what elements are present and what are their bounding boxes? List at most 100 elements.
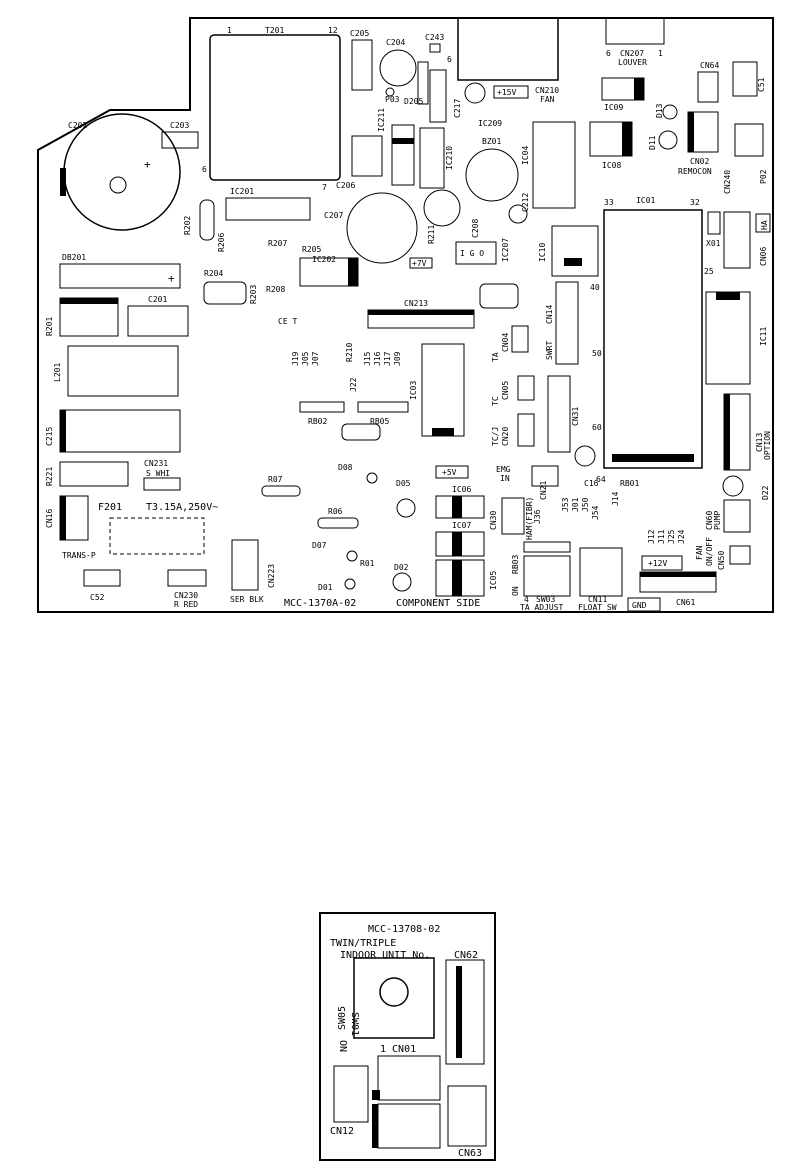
- connector-cn06: [723, 211, 751, 269]
- cn223-label: CN223: [267, 564, 276, 588]
- plus7v-label: +7V: [412, 259, 427, 268]
- svg-text:J50: J50: [581, 497, 590, 512]
- cn207-label: CN207: [620, 49, 644, 58]
- capacitor-c203: [161, 131, 199, 149]
- ic209-label: IC209: [478, 119, 502, 128]
- option-label: OPTION: [763, 431, 772, 460]
- c201-label: C201: [148, 295, 167, 304]
- cn210-label: CN210: [535, 86, 559, 95]
- l201-label: L201: [53, 363, 62, 382]
- ic04-label: IC04: [521, 146, 530, 165]
- t201-label: T201: [265, 26, 284, 35]
- trans-p-label: TRANS-P: [62, 551, 96, 560]
- svg-text:J12: J12: [647, 529, 656, 544]
- rotary-switch: [353, 957, 435, 1039]
- sub-board-cn62-label: CN62: [454, 950, 478, 961]
- buzzer-bz01: [465, 148, 519, 202]
- cn230-label: CN230: [174, 591, 198, 600]
- cn231-label: CN231: [144, 459, 168, 468]
- cn05-label: CN05: [501, 381, 510, 400]
- svg-text:J11: J11: [657, 529, 666, 544]
- gnd-label: GND: [632, 601, 647, 610]
- ic08-label: IC08: [602, 161, 621, 170]
- svg-text:33: 33: [604, 198, 614, 207]
- board-model-label: MCC-1370A-02: [284, 598, 356, 609]
- svg-text:J05: J05: [301, 351, 310, 366]
- remocon-label: REMOCON: [678, 167, 712, 176]
- ser-blk-label: SER BLK: [230, 595, 264, 604]
- c212-label: C212: [521, 193, 530, 212]
- r207-label: R207: [268, 239, 287, 248]
- ic207-label: IC207: [501, 238, 510, 262]
- rb03-label: RB03: [511, 555, 520, 574]
- bridge-db201: [59, 263, 181, 289]
- c206-label: C206: [336, 181, 355, 190]
- c205-label: C205: [350, 29, 369, 38]
- ic01-microcontroller: [603, 209, 703, 469]
- ic211-label: IC211: [377, 108, 386, 132]
- cn240-label: CN240: [723, 170, 732, 194]
- r206-label: R206: [217, 233, 226, 252]
- r-red-label: R RED: [174, 600, 198, 609]
- svg-text:+: +: [168, 272, 175, 285]
- ic01-label: IC01: [636, 196, 655, 205]
- r208-label: R208: [266, 285, 285, 294]
- ic201-label: IC201: [230, 187, 254, 196]
- sw03-label: SW03: [536, 595, 555, 604]
- cn60-label: CN60: [705, 511, 714, 530]
- float-sw-label: FLOAT SW: [578, 603, 617, 612]
- d205-label: D205: [404, 97, 423, 106]
- ic10-label: IC10: [538, 243, 547, 262]
- ic06-label: IC06: [452, 485, 471, 494]
- ic11: [705, 291, 751, 385]
- cn31-label: CN31: [571, 407, 580, 426]
- cn16-label: CN16: [45, 509, 54, 528]
- f201-label: F201: [98, 502, 122, 513]
- plus15v-label: +15V: [497, 88, 516, 97]
- cn20-label: CN20: [501, 427, 510, 446]
- louver-label: LOUVER: [618, 58, 647, 67]
- svg-text:J16: J16: [373, 351, 382, 366]
- d08-label: D08: [338, 463, 353, 472]
- c204-label: C204: [386, 38, 405, 47]
- cn61-label: CN61: [676, 598, 695, 607]
- j36-label: J36: [533, 509, 542, 524]
- svg-text:7: 7: [322, 183, 327, 192]
- sub-board-outline: [319, 912, 496, 1161]
- svg-text:6: 6: [202, 165, 207, 174]
- fan-onoff-label: FAN: [695, 545, 704, 560]
- r205-label: R205: [302, 245, 321, 254]
- svg-text:1: 1: [658, 49, 663, 58]
- svg-text:4: 4: [524, 595, 529, 604]
- emg-in-label: IN: [500, 474, 510, 483]
- igo-label: I G O: [460, 249, 484, 258]
- cn21-label: CN21: [539, 481, 548, 500]
- svg-text:40: 40: [590, 283, 600, 292]
- ham-fibr-label: HAM(FIBR): [525, 497, 534, 540]
- cn04-label: CN04: [501, 333, 510, 352]
- connector-cn207: [605, 17, 665, 45]
- capacitor-c204: [379, 49, 417, 87]
- switch-sw03: [523, 555, 571, 597]
- c203-label: C203: [170, 121, 189, 130]
- component-side-label: COMPONENT SIDE: [396, 598, 480, 609]
- c51-label: C51: [757, 77, 766, 92]
- cn13-label: CN13: [755, 433, 764, 452]
- rb01-label: RB01: [620, 479, 639, 488]
- connector-cn64: [697, 71, 719, 103]
- onoff-label: ON/OFF: [705, 537, 714, 566]
- r203-label: R203: [249, 285, 258, 304]
- r211-label: R211: [427, 225, 436, 244]
- sub-board-twin-triple-label: TWIN/TRIPLE: [330, 938, 396, 949]
- svg-text:R210: R210: [345, 343, 354, 362]
- d02-label: D02: [394, 563, 409, 572]
- c215-label: C215: [45, 427, 54, 446]
- d13-label: D13: [655, 103, 664, 118]
- fuse-rating-label: T3.15A,250V~: [146, 502, 218, 513]
- cn213-label: CN213: [404, 299, 428, 308]
- svg-text:J54: J54: [591, 505, 600, 520]
- swrt-label: SWRT: [545, 341, 554, 360]
- c207-label: C207: [324, 211, 343, 220]
- sw01-label: SW01: [349, 1012, 360, 1036]
